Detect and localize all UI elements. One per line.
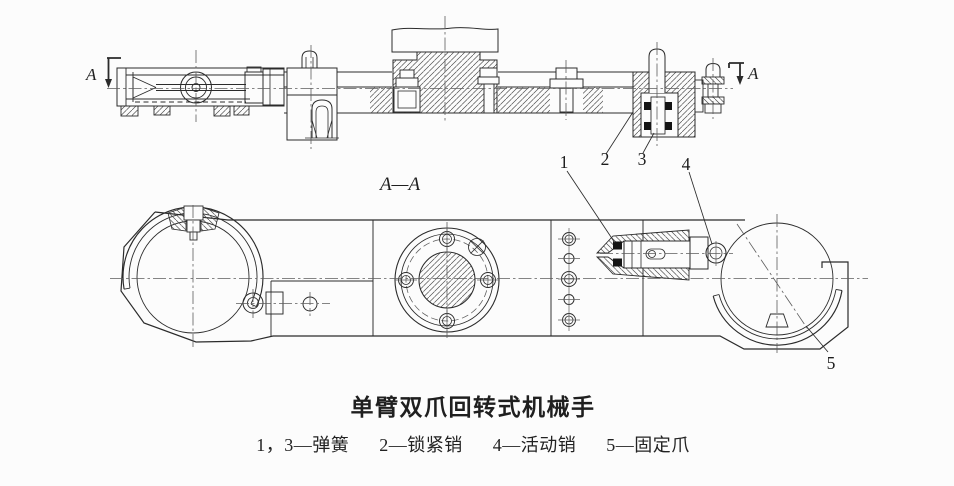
arm-body-outline: [120, 211, 849, 350]
legend-item-lock-pin: 2—锁紧销: [379, 435, 463, 455]
leader-5: [805, 325, 829, 353]
stud-bolt: [549, 67, 584, 113]
figure-title: 单臂双爪回转式机械手: [350, 395, 596, 420]
part-label-2: 2: [601, 149, 610, 169]
spring-cylinder-assembly: [116, 66, 285, 117]
lock-pin-housing: [632, 48, 704, 138]
centerlines-bottom: [110, 205, 868, 353]
section-label-a-a: A—A: [378, 174, 421, 195]
movable-pin-mechanism: [595, 229, 727, 281]
arrow-down-icon: [105, 79, 112, 88]
legend-item-fixed-claw: 5—固定爪: [606, 435, 690, 455]
arrow-down-icon: [736, 76, 744, 85]
mount-block: [391, 27, 500, 114]
cut-label-right: A: [747, 64, 759, 83]
left-claw: [122, 205, 264, 334]
bottom-plan-view: [110, 111, 868, 353]
figure-legend: 1，3—弹簧 2—锁紧销 4—活动销 5—固定爪: [0, 431, 946, 457]
centerlines-top: [107, 16, 733, 149]
leader-3: [642, 132, 655, 154]
cut-label-left: A: [85, 65, 97, 84]
part-label-3: 3: [638, 149, 647, 169]
legend-item-movable-pin: 4—活动销: [492, 435, 577, 455]
section-cut-marker-right: [728, 62, 744, 85]
part-label-5: 5: [827, 353, 836, 373]
section-cut-marker-left: [105, 57, 121, 88]
leader-4: [688, 171, 713, 245]
leader-lines: [566, 111, 829, 353]
legend-item-springs: 1，3—弹簧: [256, 435, 350, 455]
leader-2: [605, 111, 634, 155]
part-label-4: 4: [682, 154, 691, 174]
leader-1: [566, 170, 616, 244]
detent-block: [286, 50, 339, 141]
top-section-view: [105, 16, 744, 149]
part-label-1: 1: [560, 152, 569, 172]
